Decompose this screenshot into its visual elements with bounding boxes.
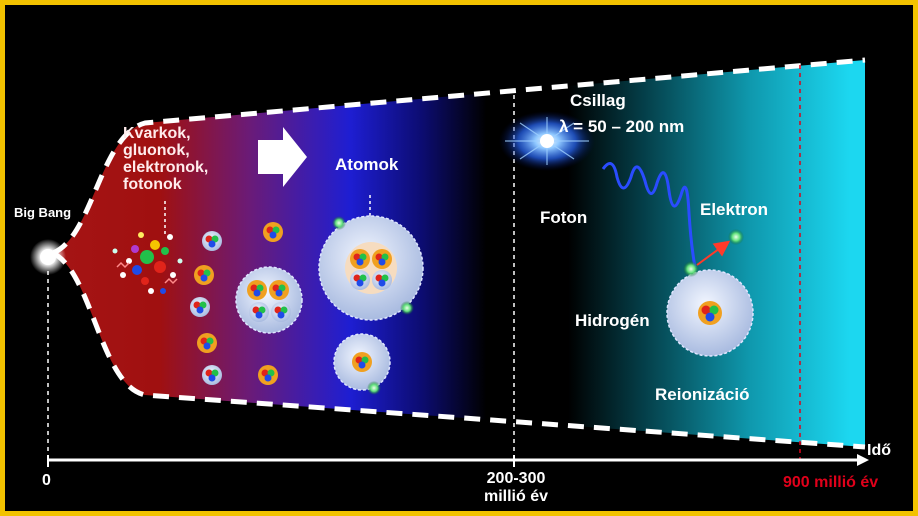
tick-label-200-300: 200-300 millió év	[471, 470, 561, 506]
large-atom	[318, 215, 424, 321]
electron-origin	[683, 261, 699, 277]
cone-outline-top	[51, 57, 866, 256]
big-bang-core	[40, 249, 56, 265]
helium-nucleus	[235, 266, 303, 334]
hydrogen-label: Hidrogén	[575, 311, 650, 330]
time-axis-arrowhead	[857, 454, 869, 466]
photon-wave	[601, 162, 697, 268]
tick-label-line: 200-300	[486, 470, 546, 487]
electron-particle	[400, 301, 414, 315]
tick-label-0: 0	[42, 472, 51, 489]
photon-label: Foton	[540, 208, 588, 227]
cone-outline-bottom	[51, 250, 866, 450]
tick-label-900: 900 millió év	[783, 474, 879, 491]
tick-label-line: millió év	[483, 488, 549, 505]
diagram-graphics	[30, 57, 869, 467]
big-bang-label: Big Bang	[14, 205, 72, 220]
time-axis-label: Idő	[867, 442, 891, 459]
particles-line: fotonok	[123, 176, 182, 193]
reionization-label: Reionizáció	[655, 385, 750, 404]
small-atom	[333, 333, 391, 391]
wavelength-label: λ = 50 – 200 nm	[559, 117, 685, 136]
universe-cone	[53, 60, 865, 447]
ejected-electron	[728, 229, 744, 245]
particles-line: gluonok,	[123, 142, 190, 159]
electron-particle	[332, 216, 346, 230]
star-label: Csillag	[570, 91, 626, 110]
particles-label: Kvarkok, gluonok, elektronok, fotonok	[123, 125, 208, 193]
hydrogen-atom	[666, 269, 754, 357]
electron-particle	[367, 381, 381, 395]
particle-soup	[112, 232, 183, 294]
star-burst	[499, 111, 595, 171]
particles-line: elektronok,	[123, 159, 209, 176]
progress-arrow	[258, 127, 307, 187]
electron-label: Elektron	[700, 200, 769, 219]
ejection-arrow	[696, 240, 731, 266]
particles-line: Kvarkok,	[123, 125, 191, 142]
atoms-label: Atomok	[335, 155, 399, 174]
hadrons	[190, 222, 283, 385]
